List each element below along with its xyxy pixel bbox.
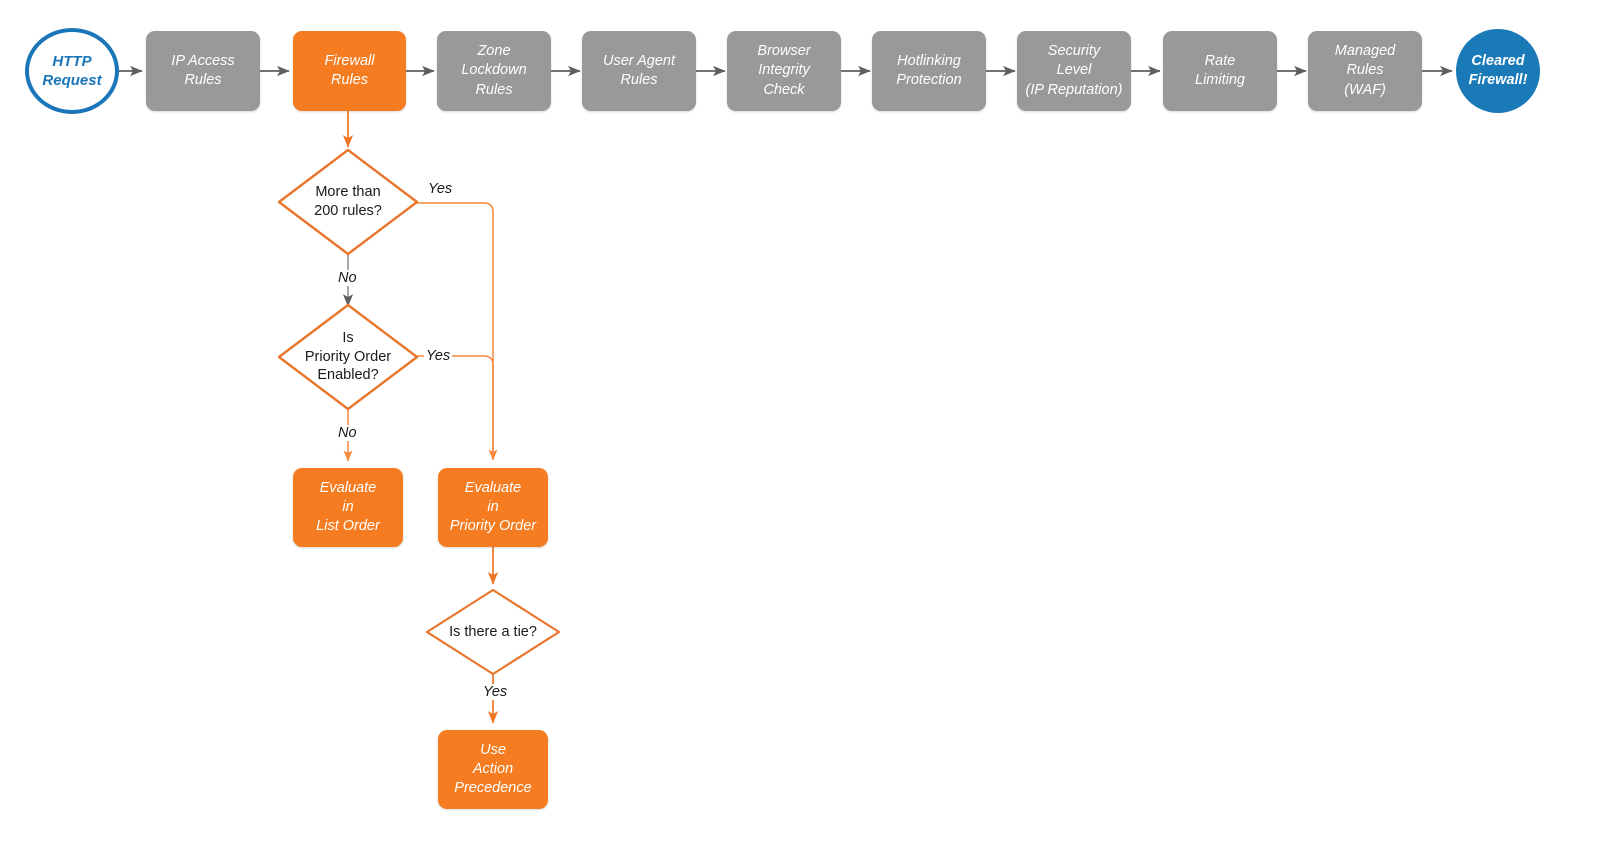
pipeline-step-zone-lockdown-rules[interactable]: Zone Lockdown Rules — [437, 31, 551, 111]
decision-label: More than 200 rules? — [314, 184, 382, 219]
pipeline-step-label: Rate Limiting — [1195, 52, 1245, 88]
pipeline-step-label: Managed Rules (WAF) — [1334, 43, 1396, 98]
edge-priority-yes-to-priority-order-box — [417, 355, 494, 452]
start-node-http-request[interactable]: HTTP Request — [25, 28, 119, 114]
edge-label-yes-200: Yes — [426, 181, 455, 197]
outcome-evaluate-in-priority-order[interactable]: Evaluate in Priority Order — [438, 468, 548, 547]
decision-is-there-a-tie[interactable]: Is there a tie? — [425, 588, 561, 676]
edge-label-no-200: No — [336, 270, 359, 286]
pipeline-step-ip-access-rules[interactable]: IP Access Rules — [146, 31, 260, 111]
pipeline-step-security-level[interactable]: Security Level (IP Reputation) — [1017, 31, 1131, 111]
pipeline-step-label: User Agent Rules — [603, 52, 675, 88]
end-node-label: Cleared Firewall! — [1468, 53, 1528, 88]
pipeline-step-hotlinking-protection[interactable]: Hotlinking Protection — [872, 31, 986, 111]
pipeline-step-label: Zone Lockdown Rules — [461, 43, 527, 98]
edge-label-yes-tie: Yes — [481, 684, 510, 700]
pipeline-step-label: Security Level (IP Reputation) — [1025, 43, 1123, 98]
pipeline-step-browser-integrity-check[interactable]: Browser Integrity Check — [727, 31, 841, 111]
edge-200-yes-to-priority-order-box — [417, 202, 498, 461]
end-node-cleared-firewall[interactable]: Cleared Firewall! — [1456, 29, 1540, 113]
pipeline-step-managed-rules-waf[interactable]: Managed Rules (WAF) — [1308, 31, 1422, 111]
outcome-label: Evaluate in Priority Order — [449, 479, 537, 535]
edge-label-no-priority: No — [336, 425, 359, 441]
pipeline-step-firewall-rules[interactable]: Firewall Rules — [293, 31, 406, 111]
outcome-evaluate-in-list-order[interactable]: Evaluate in List Order — [293, 468, 403, 547]
pipeline-step-label: IP Access Rules — [171, 52, 235, 88]
outcome-use-action-precedence[interactable]: Use Action Precedence — [438, 730, 548, 809]
decision-more-than-200-rules[interactable]: More than 200 rules? — [277, 148, 419, 256]
pipeline-step-label: Browser Integrity Check — [757, 43, 811, 98]
start-node-label: HTTP Request — [42, 52, 102, 89]
pipeline-step-label: Firewall Rules — [324, 52, 375, 88]
decision-label: Is Priority Order Enabled? — [304, 329, 392, 384]
pipeline-step-label: Hotlinking Protection — [896, 52, 962, 88]
decision-label: Is there a tie? — [449, 623, 537, 640]
edge-label-yes-priority: Yes — [424, 348, 453, 364]
decision-is-priority-order-enabled[interactable]: Is Priority Order Enabled? — [277, 303, 419, 411]
pipeline-step-user-agent-rules[interactable]: User Agent Rules — [582, 31, 696, 111]
pipeline-step-rate-limiting[interactable]: Rate Limiting — [1163, 31, 1277, 111]
outcome-label: Evaluate in List Order — [316, 479, 380, 535]
outcome-label: Use Action Precedence — [454, 741, 532, 797]
